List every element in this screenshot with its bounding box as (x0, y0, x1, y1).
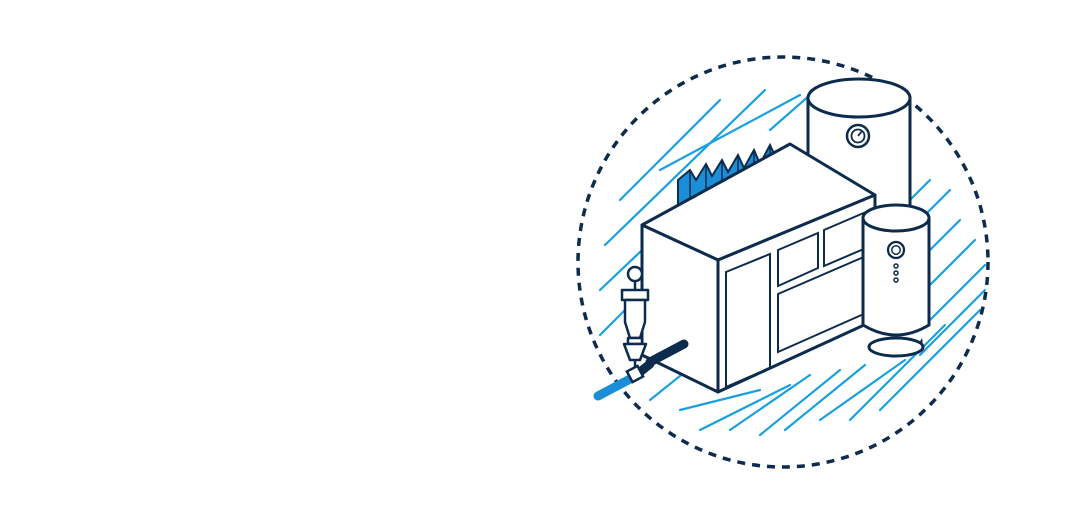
dashed-circle (576, 55, 990, 469)
compressor-illustration (576, 55, 990, 469)
blank-area (0, 0, 560, 524)
air-filter (620, 265, 650, 372)
dryer-gauge-icon (886, 240, 906, 260)
pressure-gauge-icon (845, 123, 871, 149)
hatch-lines (598, 88, 987, 437)
air-pipe (593, 339, 689, 401)
indicator-lights (893, 263, 899, 283)
small-tank (861, 203, 931, 358)
